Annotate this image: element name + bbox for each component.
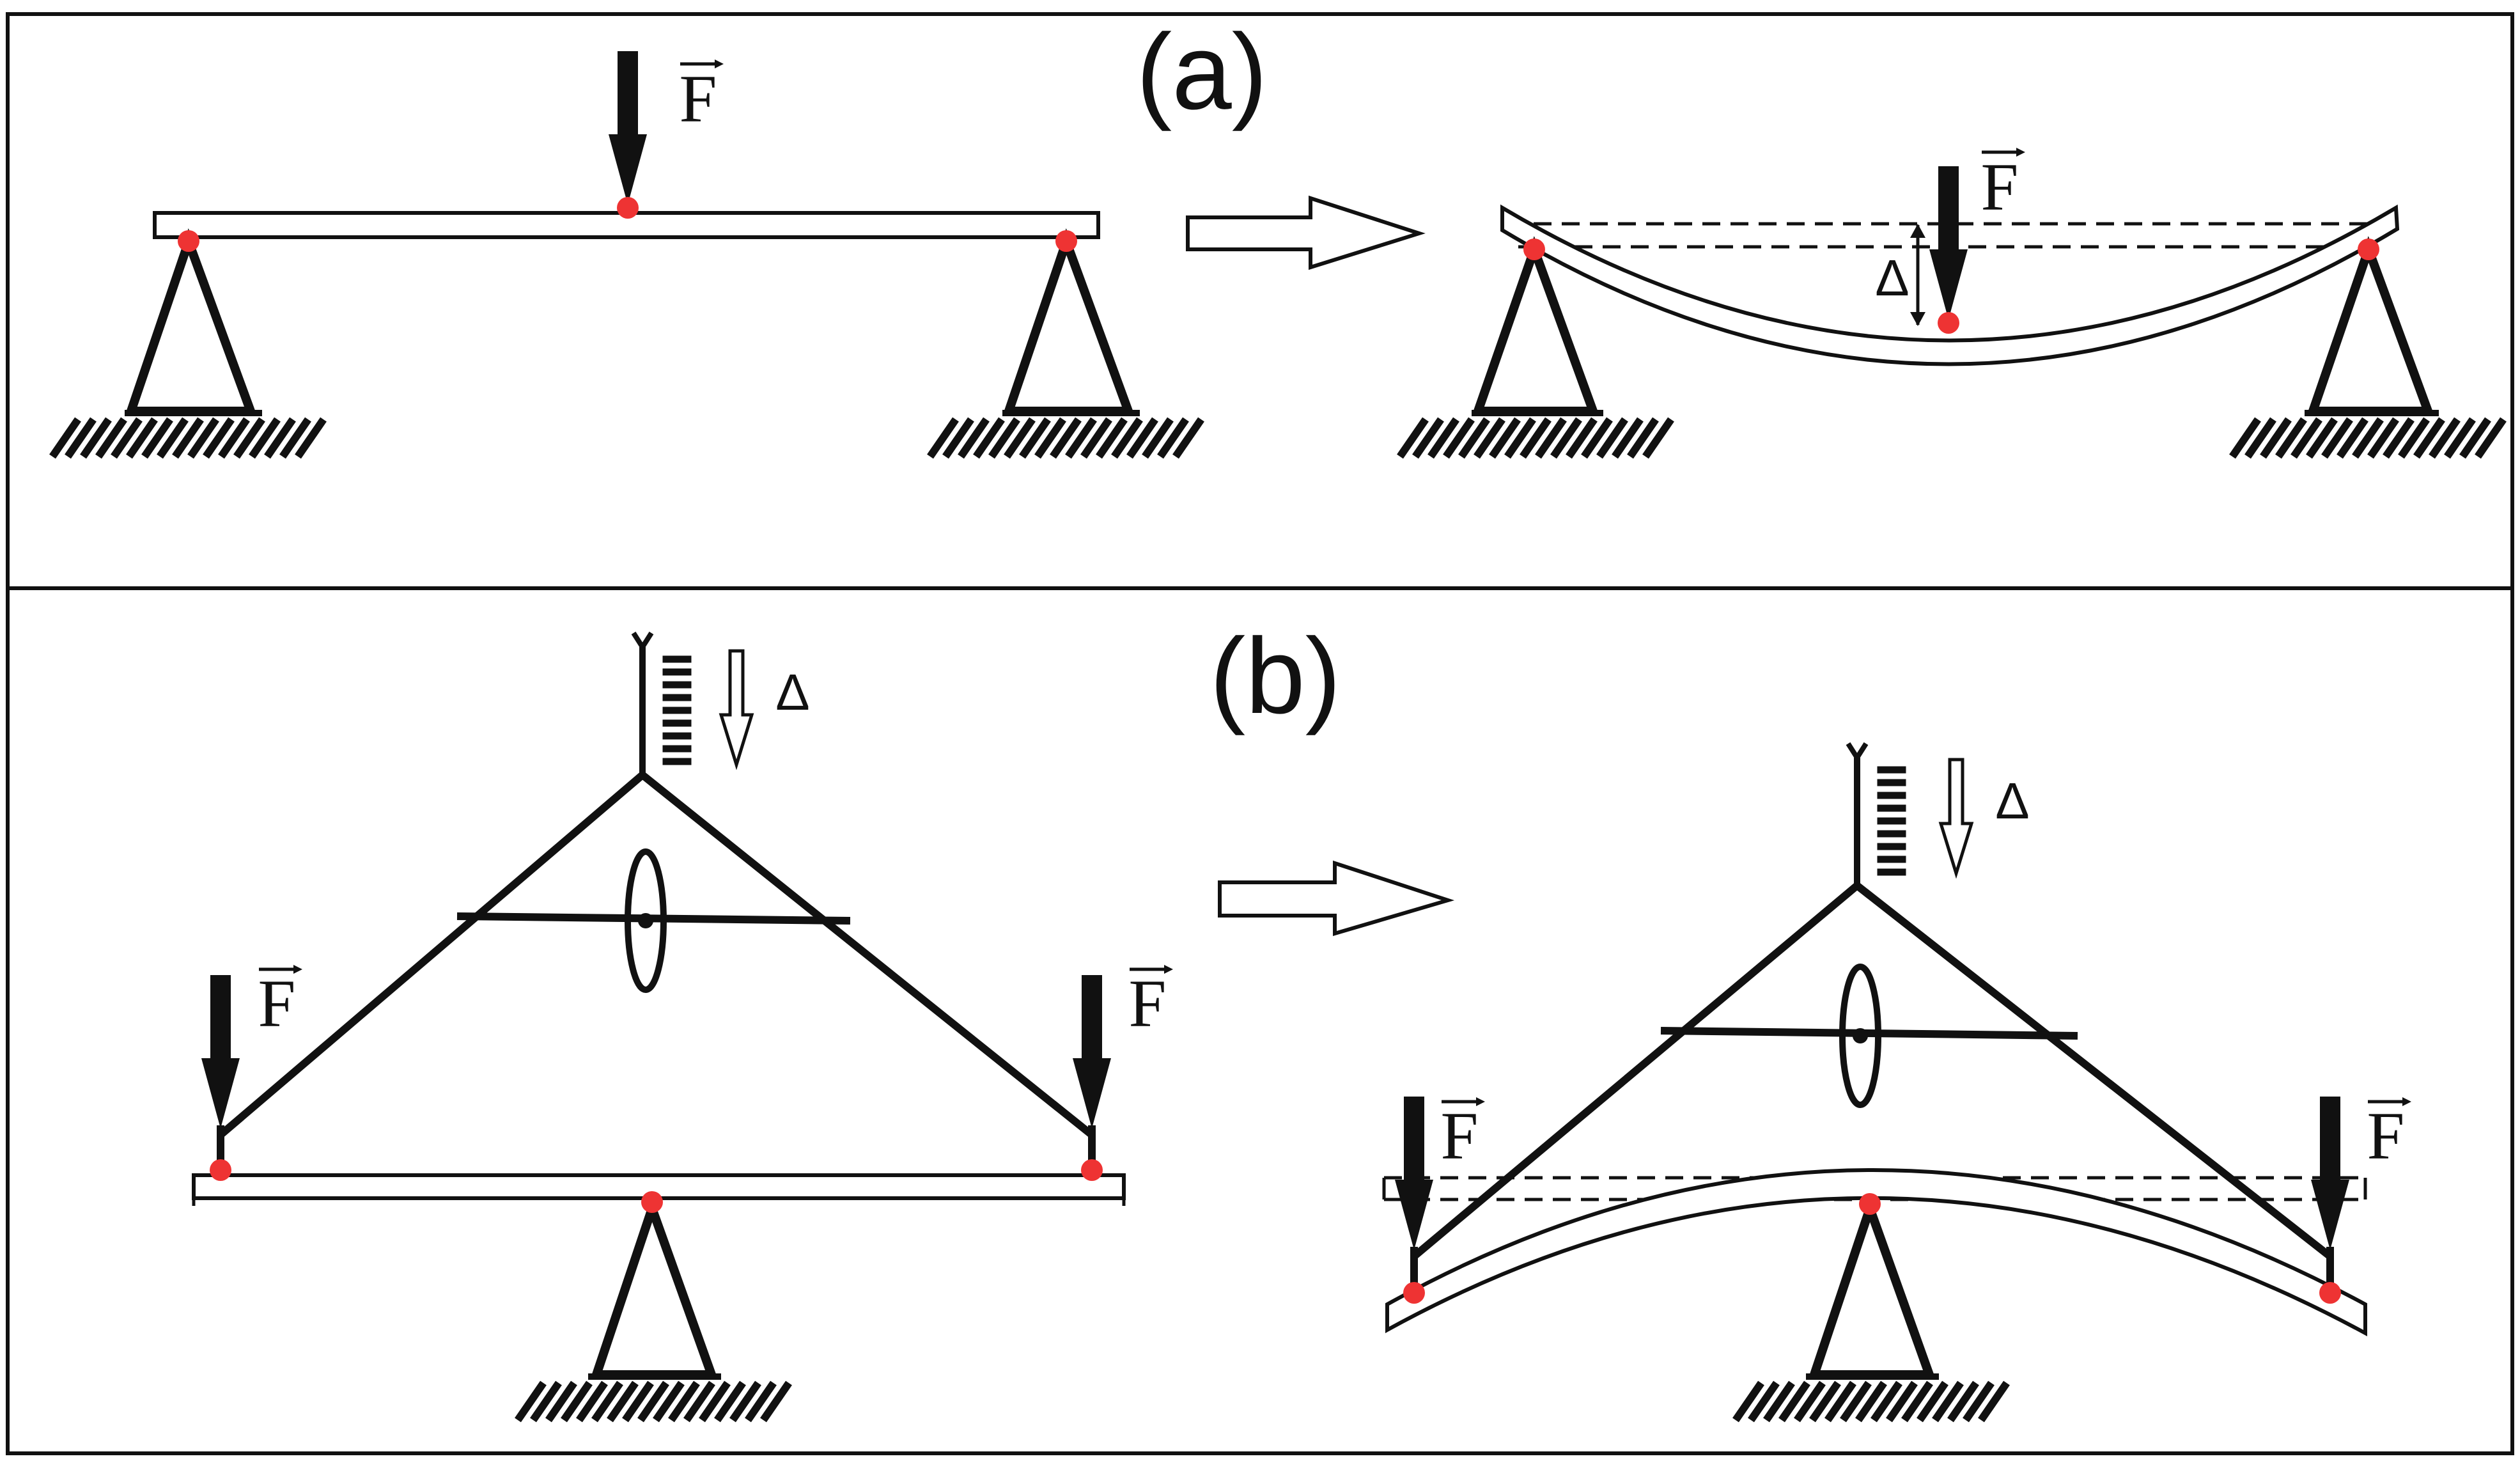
pin-support-center — [1808, 1194, 1936, 1379]
force-label-b-right-2: F — [2367, 1098, 2405, 1173]
force-vector-head — [2016, 148, 2025, 157]
deflection-label-a: Δ — [1875, 249, 1909, 306]
pivot-point — [641, 1191, 663, 1213]
transition-arrow-b — [1218, 860, 1455, 937]
pivot-point — [617, 197, 639, 219]
displacement-arrow-icon — [1941, 760, 1972, 873]
pivot-point — [2319, 1282, 2341, 1304]
dial-gauge-icon — [1848, 744, 1906, 886]
force-arrow — [1929, 166, 1968, 320]
pivot-point — [1859, 1193, 1881, 1215]
lens-ellipse — [625, 848, 667, 993]
fixture-arm-left — [1412, 882, 1860, 1260]
fixture-arm-left — [218, 772, 645, 1138]
force-label-b-left-2: F — [1129, 966, 1167, 1041]
force-vector-head — [2402, 1097, 2411, 1106]
force-vector-head — [1164, 965, 1173, 974]
pivot-point — [1938, 312, 1959, 334]
lens-center — [638, 913, 653, 928]
ground-hatch-right — [930, 419, 1201, 457]
dial-gauge-icon — [634, 633, 691, 775]
force-label-a-left: F — [680, 61, 717, 136]
ground-hatch-left — [52, 419, 323, 457]
force-label-b-left-1: F — [258, 966, 296, 1041]
fixture-arm-right — [640, 772, 1094, 1138]
force-arrow — [1395, 1097, 1433, 1250]
pin-support-left — [125, 228, 258, 416]
force-label-a-right: F — [1981, 150, 2019, 224]
lens-ellipse — [1839, 964, 1881, 1108]
pivot-point — [1523, 238, 1545, 260]
pivot-point — [210, 1159, 231, 1181]
panel-b-frame — [6, 586, 2514, 1455]
dimension-arrowhead-top — [1910, 224, 1925, 238]
crossbar — [456, 912, 851, 925]
pivot-point — [1403, 1282, 1425, 1304]
pivot-point — [2358, 238, 2379, 260]
panel-b-label: (b) — [1209, 616, 1341, 736]
force-arrow — [1073, 975, 1111, 1129]
force-arrow — [609, 51, 647, 205]
pivot-point — [1055, 230, 1077, 252]
force-label-b-right-1: F — [1441, 1098, 1479, 1173]
ground-hatch-left — [1400, 419, 1671, 457]
ground-hatch-center — [1736, 1383, 2007, 1420]
force-arrow — [201, 975, 240, 1129]
crossbar — [1660, 1027, 2078, 1040]
fixture-arm-right — [1855, 882, 2333, 1260]
pin-support-right — [2306, 236, 2435, 416]
pivot-point — [178, 230, 199, 252]
deflection-label-b-right: Δ — [1995, 772, 2029, 829]
lens-center — [1853, 1028, 1868, 1043]
bent-beam — [1385, 1168, 2367, 1337]
deflection-label-b-left: Δ — [775, 664, 809, 721]
pin-support-right — [1002, 228, 1135, 416]
transition-arrow-a — [1186, 195, 1426, 270]
pin-support-center — [590, 1194, 718, 1379]
force-arrow — [2311, 1097, 2349, 1250]
ground-hatch-right — [2232, 419, 2503, 457]
force-vector-head — [1476, 1097, 1485, 1106]
dimension-arrowhead-bottom — [1910, 312, 1925, 326]
panel-a-initial — [52, 211, 1201, 457]
bent-beam — [1500, 204, 2400, 366]
pivot-point — [1081, 1159, 1103, 1181]
panel-a-label: (a) — [1136, 12, 1267, 132]
pin-support-left — [1472, 236, 1599, 416]
ground-hatch-center — [518, 1383, 789, 1420]
displacement-arrow-icon — [721, 651, 752, 765]
force-vector-head — [715, 59, 724, 68]
panel-b-deflected — [1382, 744, 2367, 1420]
force-vector-head — [293, 965, 302, 974]
panel-b-initial — [192, 633, 1126, 1420]
